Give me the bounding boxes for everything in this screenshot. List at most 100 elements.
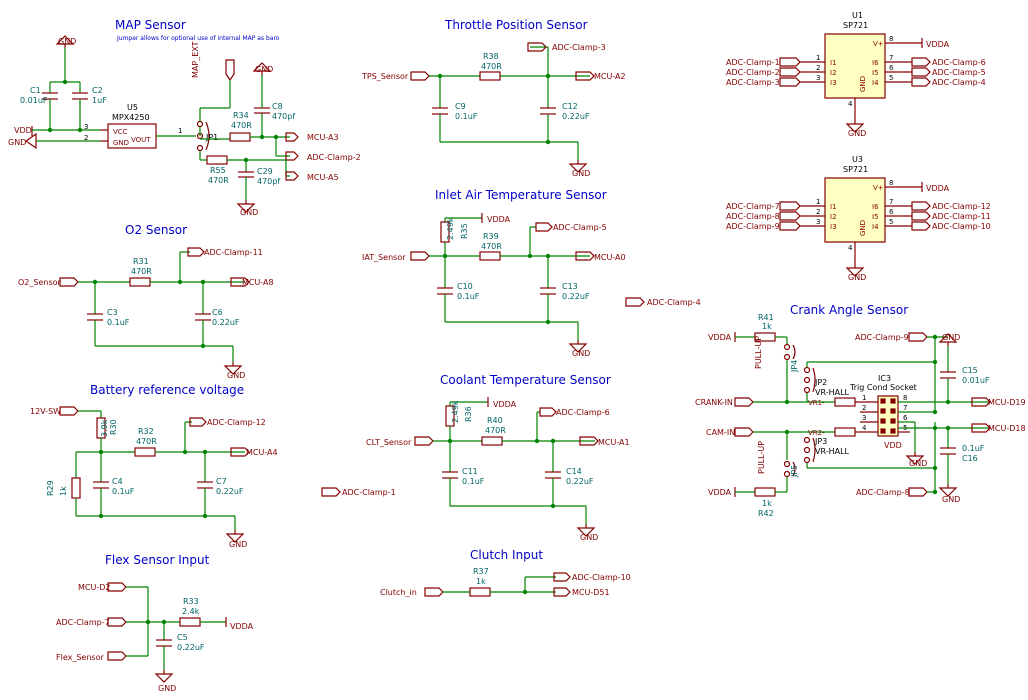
net-adc-clamp-10: ADC-Clamp-10: [572, 573, 631, 582]
r34-ref: R34: [233, 111, 249, 120]
c13-value: 0.22uF: [562, 292, 590, 301]
c29-ref: C29: [257, 167, 273, 176]
clt-circuit: VDDA 2.49k R36 CLT_Sensor R40 470R ADC-C…: [366, 397, 630, 542]
heading-throttle-position-sensor: Throttle Position Sensor: [444, 18, 588, 32]
net-adc-clamp-9: ADC-Clamp-9: [726, 222, 780, 231]
svg-text:I5: I5: [872, 213, 879, 221]
vdd-label: VDD: [14, 126, 32, 135]
net-mcu-d51: MCU-D51: [572, 588, 610, 597]
u1-sp721: U1 SP721 V+ I1 I2 I3 I6 I5 I4 GND VDDA 8…: [726, 11, 986, 138]
net-adc-clamp-2: ADC-Clamp-2: [307, 153, 361, 162]
iat-circuit: VDDA 2.49k R35 IAT_Sensor R39 470R ADC-C…: [362, 213, 701, 358]
svg-text:V+: V+: [873, 184, 884, 192]
heading-crank-angle-sensor: Crank Angle Sensor: [790, 303, 908, 317]
svg-text:GND: GND: [859, 76, 867, 92]
jp2-value: VR-HALL: [815, 388, 850, 397]
r37-value: 1k: [476, 577, 486, 586]
r35-value: 2.49k: [446, 217, 455, 240]
svg-text:I2: I2: [830, 213, 837, 221]
svg-text:GND: GND: [859, 220, 867, 236]
c3-ref: C3: [107, 308, 118, 317]
svg-text:VR2-: VR2-: [808, 429, 825, 437]
svg-text:5: 5: [889, 74, 893, 82]
r39-resistor: [479, 251, 501, 261]
c8-ref: C8: [272, 102, 283, 111]
u5-value: MPX4250: [112, 113, 150, 122]
c3-value: 0.1uF: [107, 318, 130, 327]
c5-value: 0.22uF: [177, 643, 205, 652]
gnd-label: GND: [240, 208, 258, 217]
gnd-label: GND: [227, 371, 245, 380]
net-flex-sensor: Flex_Sensor: [56, 653, 104, 662]
u5-ref: U5: [127, 103, 138, 112]
net-adc-clamp-8: ADC-Clamp-8: [726, 212, 780, 221]
svg-text:3: 3: [84, 123, 88, 131]
u1-value: SP721: [843, 21, 868, 30]
svg-text:1: 1: [862, 394, 866, 402]
r31-value: 470R: [131, 267, 152, 276]
svg-text:I3: I3: [830, 79, 837, 87]
svg-text:I4: I4: [872, 79, 879, 87]
vdda-label: VDDA: [708, 488, 732, 497]
u3-sp721: U3 SP721 V+ I1 I2 I3 I6 I5 I4 GND VDDA 8…: [726, 155, 991, 282]
jp1-ref: JP1: [205, 133, 218, 142]
r32-ref: R32: [138, 427, 154, 436]
u5-gnd-pin: GND: [113, 139, 129, 147]
heading-o2-sensor: O2 Sensor: [125, 223, 187, 237]
net-adc-clamp-5: ADC-Clamp-5: [932, 68, 986, 77]
c29-value: 470pf: [257, 177, 280, 186]
net-adc-clamp-3: ADC-Clamp-3: [552, 43, 606, 52]
net-adc-clamp-1: ADC-Clamp-1: [342, 488, 396, 497]
c15-value: 0.01uF: [962, 376, 990, 385]
r29-resistor: [71, 477, 81, 499]
net-mcu-a4: MCU-A4: [246, 448, 278, 457]
svg-text:VR1-: VR1-: [808, 399, 825, 407]
r35-ref: R35: [460, 223, 469, 239]
c10-value: 0.1uF: [457, 292, 480, 301]
net-mcu-a3: MCU-A3: [307, 133, 339, 142]
c6-ref: C6: [212, 308, 223, 317]
map-ext-label: MAP_EXT: [191, 41, 200, 78]
svg-text:I1: I1: [830, 203, 837, 211]
net-mcu-d2: MCU-D2: [78, 583, 110, 592]
vdda-label: VDDA: [708, 333, 732, 342]
net-adc-clamp-6: ADC-Clamp-6: [556, 408, 610, 417]
c14-value: 0.22uF: [566, 477, 594, 486]
r34-value: 470R: [231, 121, 252, 130]
battery-reference-circuit: 12V-SW 3.9k R30 R32 470R ADC-Clamp-12 R2…: [30, 406, 396, 549]
net-mcu-d18: MCU-D18: [988, 424, 1026, 433]
svg-text:I5: I5: [872, 69, 879, 77]
vdda-label: VDDA: [230, 622, 254, 631]
r41-ref: R41: [758, 313, 774, 322]
net-adc-clamp-1: ADC-Clamp-1: [726, 58, 780, 67]
r40-value: 470R: [485, 426, 506, 435]
r38-ref: R38: [483, 52, 499, 61]
r40-resistor: [481, 436, 503, 446]
net-adc-clamp-7: ADC-Clamp-7: [726, 202, 780, 211]
c9-value: 0.1uF: [455, 112, 478, 121]
heading-clutch-input: Clutch Input: [470, 548, 543, 562]
r31-ref: R31: [133, 257, 149, 266]
r37-resistor: [469, 587, 491, 597]
jp4-value: PULL-UP: [754, 336, 763, 369]
gnd-label: GND: [942, 495, 960, 504]
map-sensor-circuit: GND C1 0.01uF C2 1uF VDD GND VCC GND VOU…: [8, 35, 361, 217]
heading-battery-reference: Battery reference voltage: [90, 383, 244, 397]
gnd-label: GND: [255, 65, 273, 74]
c1-value: 0.01uF: [20, 96, 48, 105]
ic3-ref: IC3: [878, 374, 891, 383]
c2-ref: C2: [92, 86, 103, 95]
svg-text:I6: I6: [872, 203, 879, 211]
c14-ref: C14: [566, 467, 582, 476]
r55-resistor: [206, 155, 228, 165]
net-adc-clamp-8: ADC-Clamp-8: [856, 488, 910, 497]
c8-value: 470pf: [272, 112, 295, 121]
c2-value: 1uF: [92, 96, 107, 105]
u1-ref: U1: [852, 11, 863, 20]
net-adc-clamp-2: ADC-Clamp-2: [726, 68, 780, 77]
svg-text:V+: V+: [873, 40, 884, 48]
net-adc-clamp-12: ADC-Clamp-12: [932, 202, 991, 211]
gnd-label: GND: [909, 459, 927, 468]
r38-resistor: [479, 71, 501, 81]
